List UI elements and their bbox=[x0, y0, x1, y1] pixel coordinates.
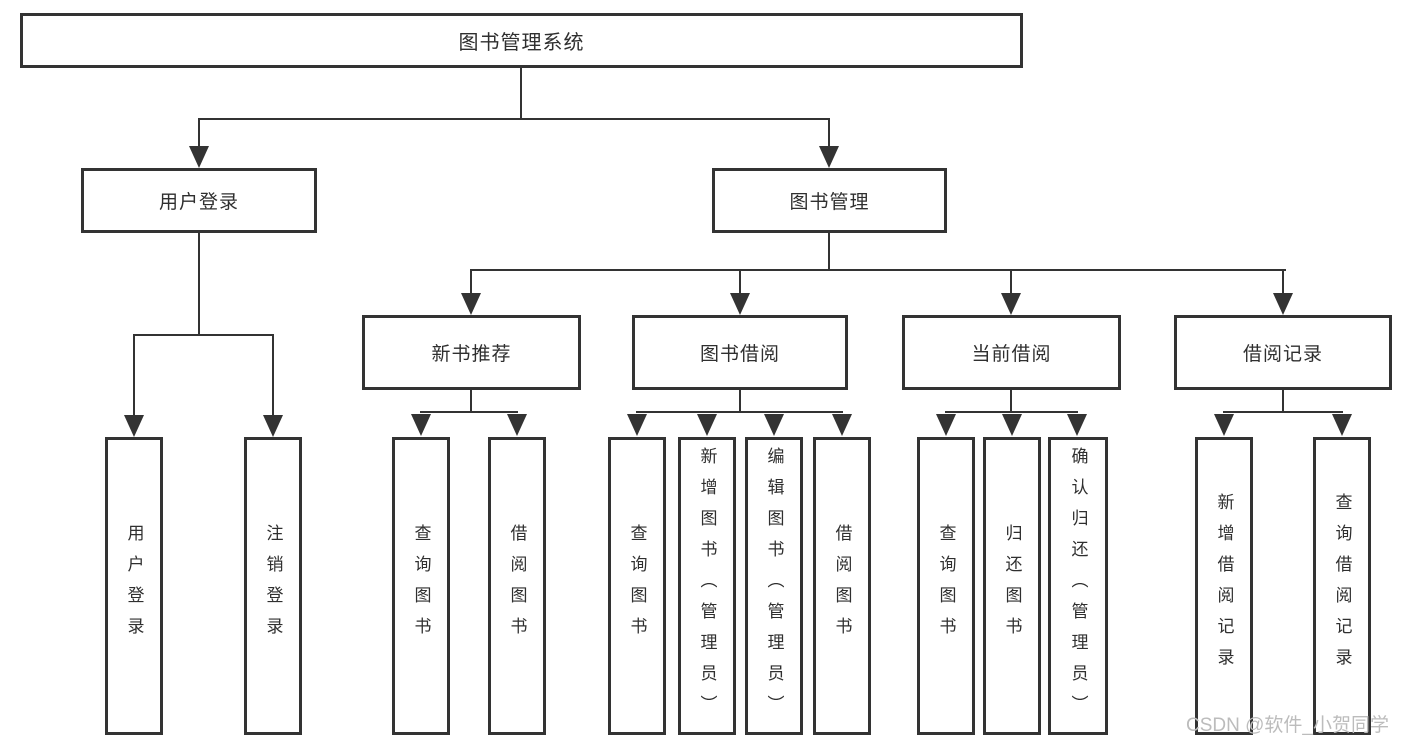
leaf-logout-label: 注销登录 bbox=[263, 524, 283, 648]
node-book-borrow-label: 图书借阅 bbox=[699, 344, 780, 365]
arrow-down-icon bbox=[764, 414, 784, 436]
arrow-down-icon bbox=[124, 415, 144, 437]
arrow-down-icon bbox=[1332, 414, 1352, 436]
connector-drop-section bbox=[470, 269, 472, 295]
node-root: 图书管理系统 bbox=[20, 13, 1023, 68]
arrow-down-icon bbox=[627, 414, 647, 436]
arrow-down-icon bbox=[1067, 414, 1087, 436]
leaf-label: 查询图书 bbox=[627, 524, 647, 648]
leaf-label: 新增借阅记录 bbox=[1214, 493, 1234, 679]
arrow-down-icon bbox=[411, 414, 431, 436]
connector-drop-book-management bbox=[828, 118, 830, 148]
connector-section-split bbox=[945, 411, 1078, 413]
leaf-confirm-return-admin: 确认归还（管理员） bbox=[1048, 437, 1108, 735]
connector-drop-section bbox=[1010, 269, 1012, 295]
arrow-down-icon bbox=[1273, 293, 1293, 315]
arrow-down-icon bbox=[263, 415, 283, 437]
node-root-label: 图书管理系统 bbox=[458, 32, 585, 54]
connector-user-login-feed bbox=[198, 233, 200, 336]
arrow-down-icon bbox=[1001, 293, 1021, 315]
connector-section-split bbox=[420, 411, 518, 413]
leaf-label: 查询图书 bbox=[411, 524, 431, 648]
leaf-query-borrow-record: 查询借阅记录 bbox=[1313, 437, 1371, 735]
connector-drop-leaf bbox=[272, 334, 274, 417]
leaf-borrow-books: 借阅图书 bbox=[813, 437, 871, 735]
node-book-management: 图书管理 bbox=[712, 168, 947, 233]
arrow-down-icon bbox=[730, 293, 750, 315]
connector-root-split bbox=[198, 118, 830, 120]
node-user-login: 用户登录 bbox=[81, 168, 317, 233]
leaf-query-books-recommend: 查询图书 bbox=[392, 437, 450, 735]
connector-root-feed bbox=[520, 68, 522, 120]
leaf-add-borrow-record: 新增借阅记录 bbox=[1195, 437, 1253, 735]
leaf-user-login-label: 用户登录 bbox=[124, 524, 144, 648]
leaf-return-books: 归还图书 bbox=[983, 437, 1041, 735]
arrow-down-icon bbox=[832, 414, 852, 436]
arrow-down-icon bbox=[697, 414, 717, 436]
leaf-label: 确认归还（管理员） bbox=[1068, 446, 1088, 726]
leaf-add-books-admin: 新增图书（管理员） bbox=[678, 437, 736, 735]
leaf-borrow-books-recommend: 借阅图书 bbox=[488, 437, 546, 735]
node-user-login-label: 用户登录 bbox=[158, 192, 239, 213]
arrow-down-icon bbox=[189, 146, 209, 168]
leaf-query-books-borrow: 查询图书 bbox=[608, 437, 666, 735]
leaf-label: 查询图书 bbox=[936, 524, 956, 648]
leaf-label: 编辑图书（管理员） bbox=[764, 446, 784, 726]
leaf-label: 借阅图书 bbox=[507, 524, 527, 648]
node-borrow-records-label: 借阅记录 bbox=[1242, 344, 1323, 365]
arrow-down-icon bbox=[819, 146, 839, 168]
leaf-label: 归还图书 bbox=[1002, 524, 1022, 648]
node-book-management-label: 图书管理 bbox=[789, 192, 870, 213]
connector-drop-user-login bbox=[198, 118, 200, 148]
arrow-down-icon bbox=[936, 414, 956, 436]
arrow-down-icon bbox=[507, 414, 527, 436]
connector-section-feed bbox=[470, 390, 472, 412]
connector-section-split bbox=[636, 411, 843, 413]
connector-book-management-feed bbox=[828, 233, 830, 271]
connector-section-feed bbox=[1282, 390, 1284, 412]
leaf-query-books-current: 查询图书 bbox=[917, 437, 975, 735]
node-new-book-recommend-label: 新书推荐 bbox=[431, 344, 512, 365]
connector-drop-leaf bbox=[133, 334, 135, 417]
leaf-logout: 注销登录 bbox=[244, 437, 302, 735]
connector-user-login-split bbox=[133, 334, 274, 336]
leaf-label: 借阅图书 bbox=[832, 524, 852, 648]
node-book-borrow: 图书借阅 bbox=[632, 315, 848, 390]
node-current-borrow-label: 当前借阅 bbox=[971, 344, 1052, 365]
arrow-down-icon bbox=[461, 293, 481, 315]
node-new-book-recommend: 新书推荐 bbox=[362, 315, 581, 390]
node-current-borrow: 当前借阅 bbox=[902, 315, 1121, 390]
node-borrow-records: 借阅记录 bbox=[1174, 315, 1392, 390]
connector-book-management-split bbox=[470, 269, 1286, 271]
connector-section-feed bbox=[1010, 390, 1012, 412]
connector-section-feed bbox=[739, 390, 741, 412]
leaf-user-login: 用户登录 bbox=[105, 437, 163, 735]
leaf-label: 新增图书（管理员） bbox=[697, 446, 717, 726]
csdn-watermark: CSDN @软件_小贺同学 bbox=[1186, 715, 1389, 736]
leaf-edit-books-admin: 编辑图书（管理员） bbox=[745, 437, 803, 735]
connector-drop-section bbox=[739, 269, 741, 295]
connector-drop-section bbox=[1282, 269, 1284, 295]
arrow-down-icon bbox=[1002, 414, 1022, 436]
arrow-down-icon bbox=[1214, 414, 1234, 436]
connector-section-split bbox=[1223, 411, 1343, 413]
leaf-label: 查询借阅记录 bbox=[1332, 493, 1352, 679]
